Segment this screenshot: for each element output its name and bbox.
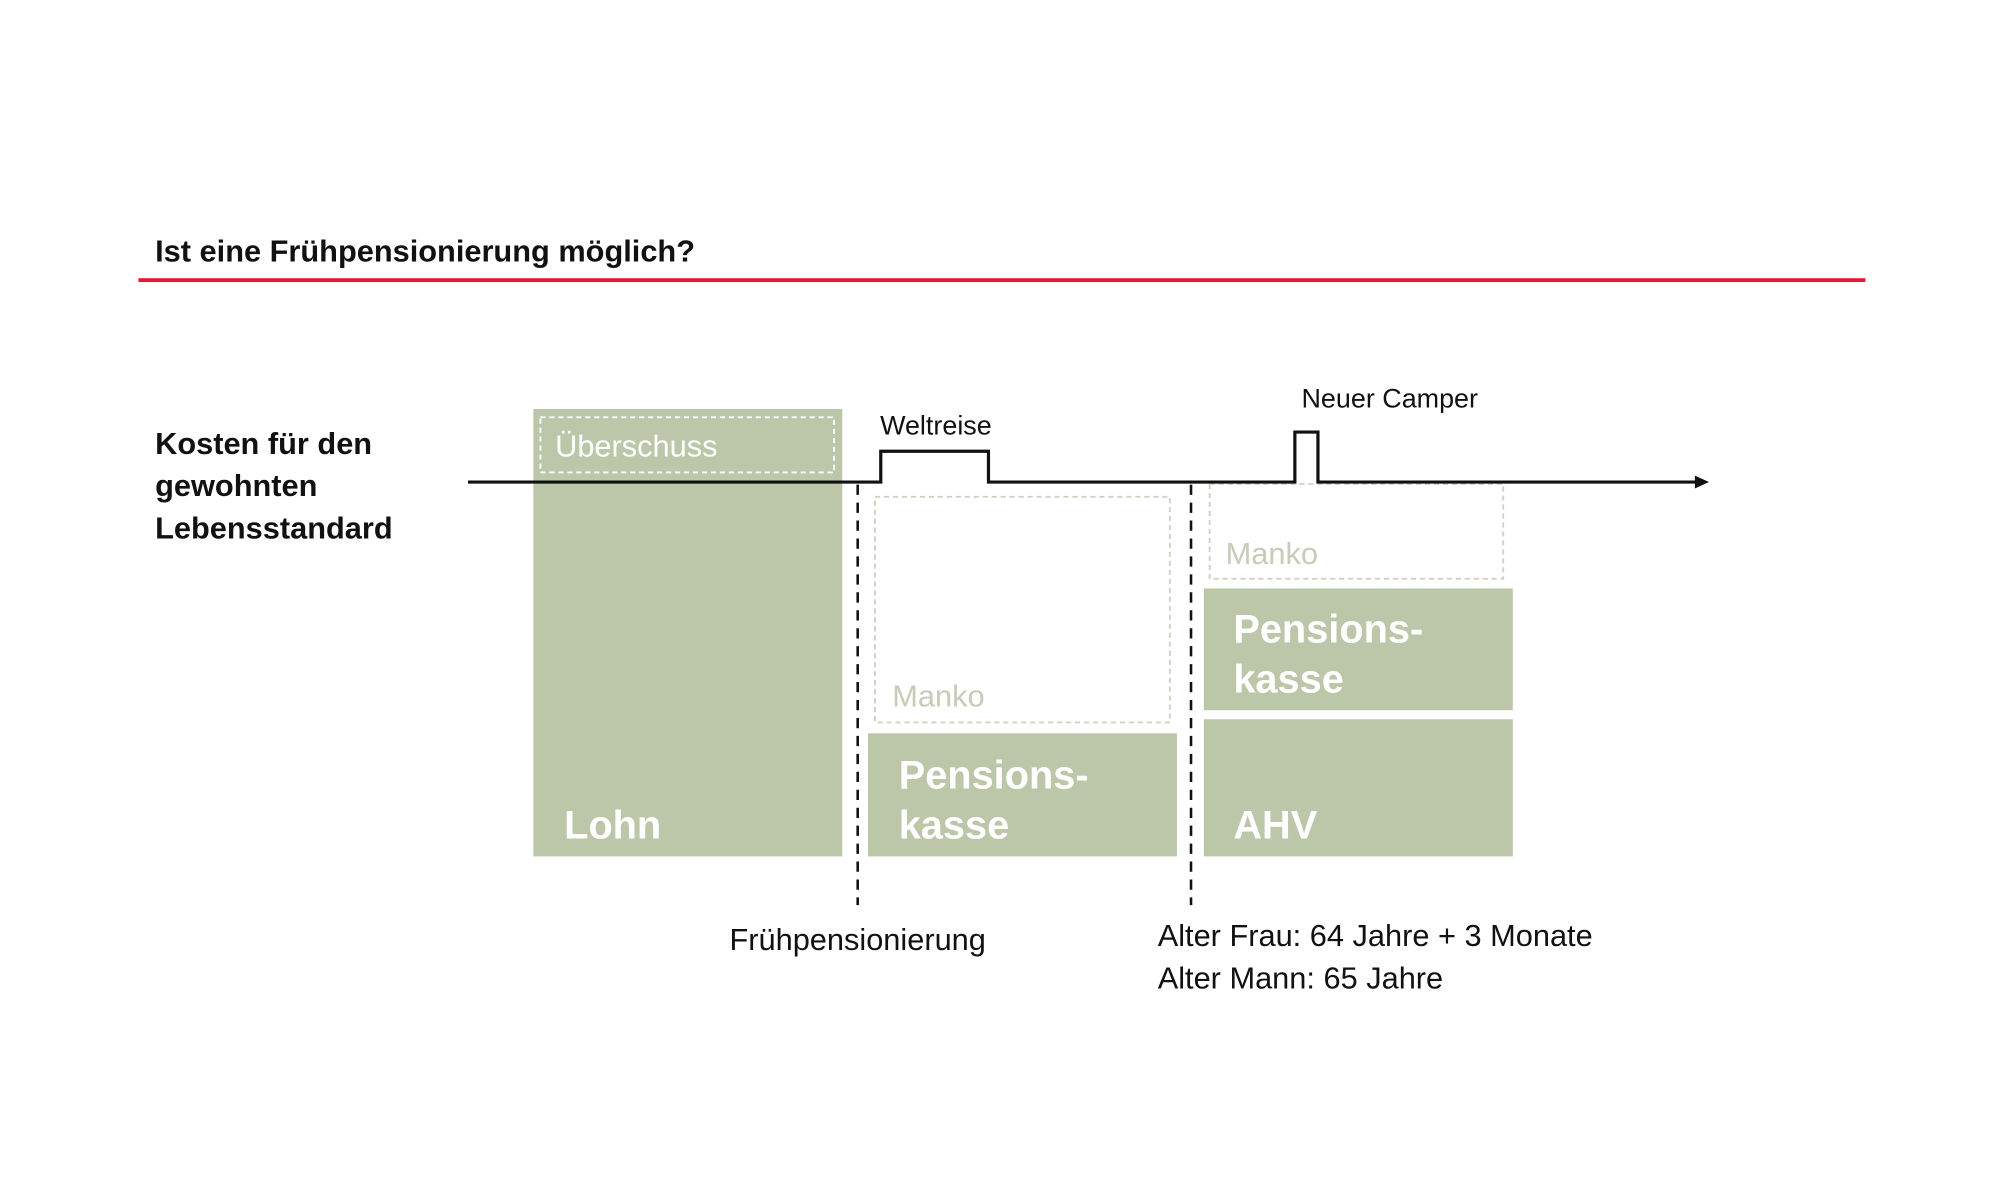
title-underline [138,278,1866,283]
side-label-line-1: Kosten für den [155,426,372,461]
manko-label-regular: Manko [1226,536,1318,571]
lohn-label: Lohn [564,803,661,847]
pensionskasse-label-regular-2: kasse [1233,657,1343,701]
side-label-line-3: Lebensstandard [155,510,393,545]
early-retirement-label: Frühpensionierung [729,922,985,957]
lohn-block [533,408,843,857]
ahv-block [1203,719,1513,857]
arrow-head-icon [1694,475,1709,489]
manko-box-regular [1208,483,1505,580]
diagram-title: Ist eine Frühpensionierung möglich? [155,234,695,269]
pensionskasse-label-regular-1: Pensions- [1233,607,1423,651]
ahv-label: AHV [1233,803,1317,847]
surplus-label: Überschuss [555,428,717,463]
camper-label: Neuer Camper [1302,384,1478,414]
retirement-age-women: Alter Frau: 64 Jahre + 3 Monate [1158,918,1593,953]
retirement-age-men: Alter Mann: 65 Jahre [1158,960,1443,995]
manko-label-early: Manko [892,678,984,713]
side-label-line-2: gewohnten [155,468,317,503]
cost-line [467,430,1699,484]
pensionskasse-label-early-1: Pensions- [899,753,1089,797]
pensionskasse-block-regular [1203,588,1513,711]
surplus-box [539,416,835,474]
pensionskasse-label-early-2: kasse [899,803,1010,847]
weltreise-label: Weltreise [880,411,992,441]
pensionskasse-block-early [867,733,1177,857]
manko-box-early [874,495,1171,724]
